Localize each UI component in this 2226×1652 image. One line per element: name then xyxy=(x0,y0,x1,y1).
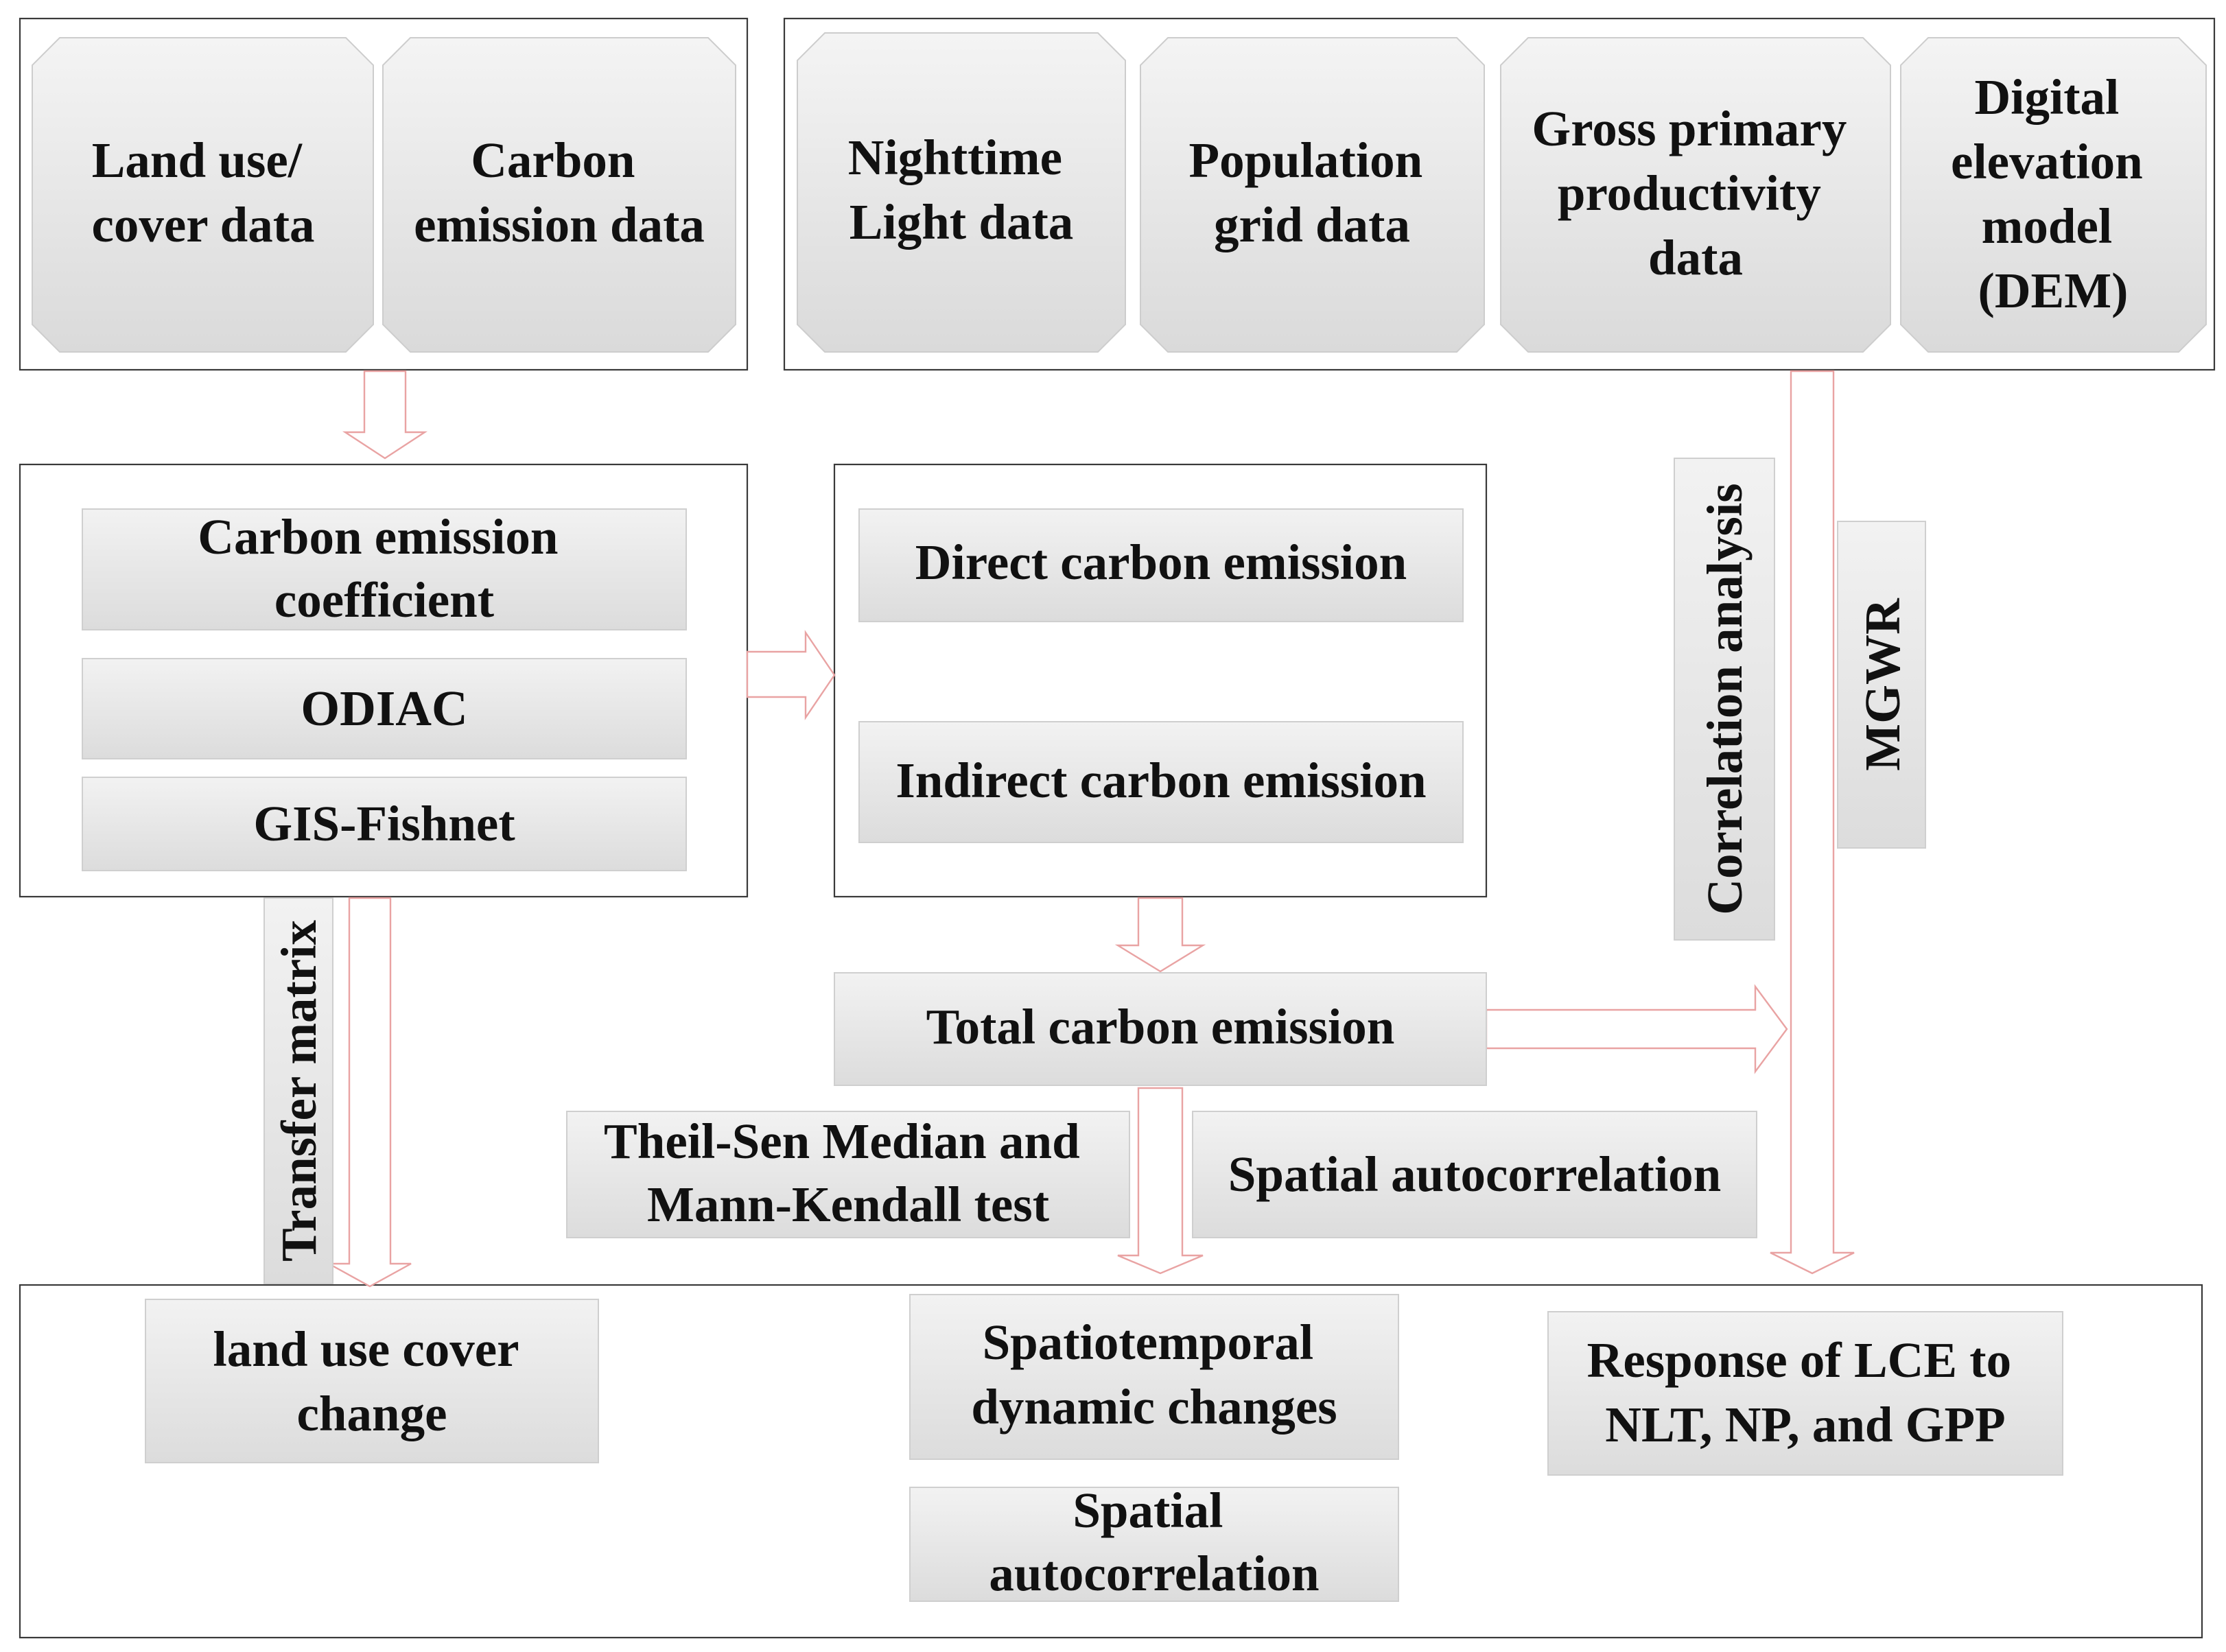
carbon-emission-coefficient-label: Carbon emission coefficient xyxy=(198,509,571,628)
transfer-matrix-label: Transfer matrix xyxy=(271,919,327,1262)
arrow-methods-to-land-use-change xyxy=(328,897,412,1288)
response-of-lce-box: Response of LCE to NLT, NP, and GPP xyxy=(1547,1311,2063,1476)
spatial-autocorrelation-result-label: Spatial autocorrelation xyxy=(989,1483,1319,1601)
arrow-total-to-results xyxy=(1117,1087,1204,1275)
spatiotemporal-dynamic-changes-label: Spatiotemporal dynamic changes xyxy=(971,1314,1337,1435)
arrow-emissions-to-total xyxy=(1114,897,1206,973)
odiac-label: ODIAC xyxy=(301,681,467,736)
arrow-drivers-to-response xyxy=(1770,370,1855,1275)
indirect-carbon-emission-box: Indirect carbon emission xyxy=(858,721,1464,843)
correlation-analysis-label: Correlation analysis xyxy=(1697,483,1753,914)
theil-sen-mann-kendall-label: Theil-Sen Median and Mann-Kendall test xyxy=(604,1113,1092,1232)
correlation-analysis-box: Correlation analysis xyxy=(1674,458,1775,941)
mgwr-box: MGWR xyxy=(1837,521,1926,849)
gross-primary-productivity-data-box: Gross primary productivity data xyxy=(1500,37,1891,353)
gis-fishnet-box: GIS-Fishnet xyxy=(82,777,687,871)
carbon-emission-coefficient-box: Carbon emission coefficient xyxy=(82,508,687,630)
carbon-emission-data-box: Carbon emission data xyxy=(382,37,736,353)
spatial-autocorrelation-box: Spatial autocorrelation xyxy=(1192,1111,1757,1238)
total-carbon-emission-label: Total carbon emission xyxy=(926,999,1395,1054)
total-carbon-emission-box: Total carbon emission xyxy=(834,972,1487,1086)
gis-fishnet-label: GIS-Fishnet xyxy=(253,796,515,851)
spatial-autocorrelation-label: Spatial autocorrelation xyxy=(1228,1146,1722,1202)
population-grid-data-label: Population grid data xyxy=(1188,132,1435,252)
land-use-cover-change-label: land use cover change xyxy=(213,1321,530,1441)
population-grid-data-box: Population grid data xyxy=(1140,37,1485,353)
land-use-cover-data-box: Land use/ cover data xyxy=(32,37,374,353)
digital-elevation-model-box: Digital elevation model (DEM) xyxy=(1900,37,2207,353)
arrow-methods-to-emissions xyxy=(746,630,836,720)
land-use-cover-data-label: Land use/ cover data xyxy=(91,132,314,252)
odiac-box: ODIAC xyxy=(82,658,687,759)
land-use-cover-change-box: land use cover change xyxy=(145,1299,599,1463)
indirect-carbon-emission-label: Indirect carbon emission xyxy=(895,753,1426,808)
carbon-emission-data-label: Carbon emission data xyxy=(414,132,705,252)
theil-sen-mann-kendall-box: Theil-Sen Median and Mann-Kendall test xyxy=(566,1111,1130,1238)
spatiotemporal-dynamic-changes-box: Spatiotemporal dynamic changes xyxy=(909,1294,1399,1460)
transfer-matrix-box: Transfer matrix xyxy=(263,897,333,1284)
arrow-total-to-correlation xyxy=(1485,984,1788,1074)
gross-primary-productivity-data-label: Gross primary productivity data xyxy=(1532,101,1859,285)
direct-carbon-emission-box: Direct carbon emission xyxy=(858,508,1464,622)
spatial-autocorrelation-result-box: Spatial autocorrelation xyxy=(909,1483,1399,1602)
nighttime-light-data-label: Nighttime Light data xyxy=(848,130,1075,250)
digital-elevation-model-label: Digital elevation model (DEM) xyxy=(1951,69,2155,318)
direct-carbon-emission-label: Direct carbon emission xyxy=(915,534,1407,590)
arrow-sources-to-methods xyxy=(342,370,428,460)
mgwr-label: MGWR xyxy=(1855,598,1910,771)
response-of-lce-label: Response of LCE to NLT, NP, and GPP xyxy=(1587,1332,2024,1452)
nighttime-light-data-box: Nighttime Light data xyxy=(797,32,1126,353)
